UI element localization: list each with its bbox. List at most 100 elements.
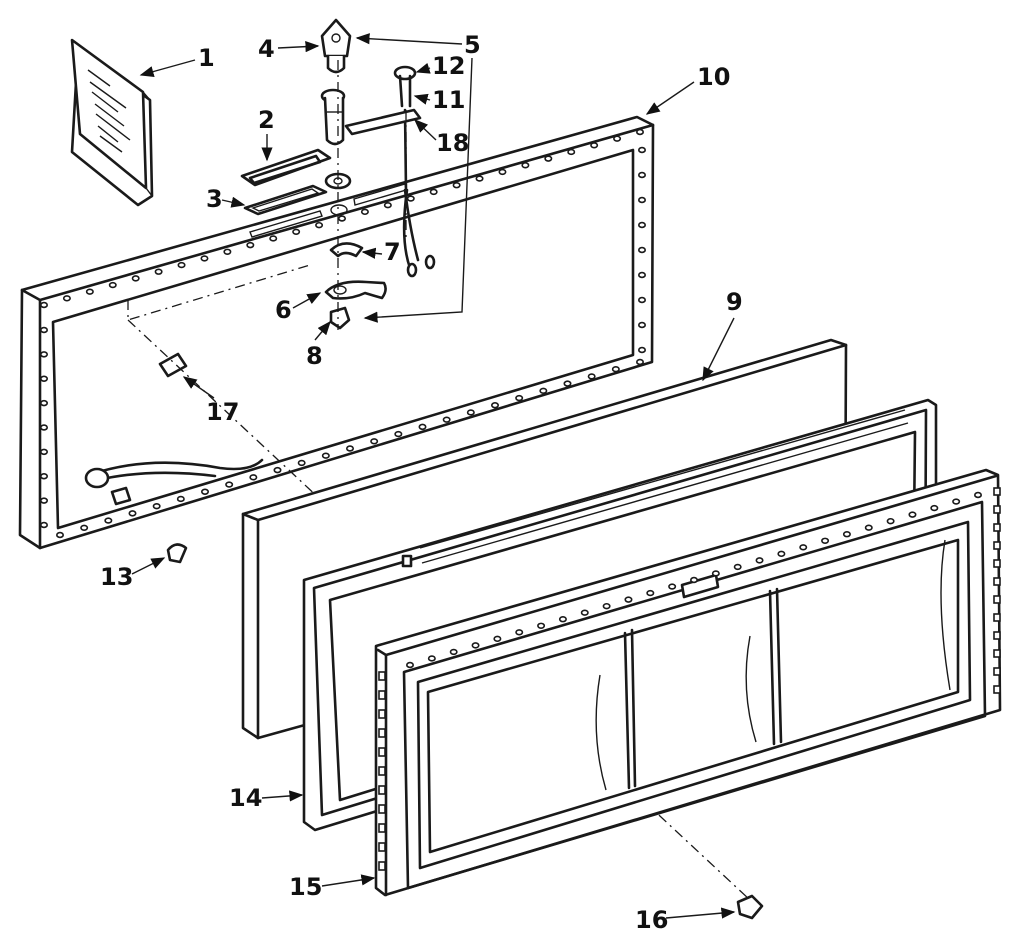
rivet-hole bbox=[590, 142, 599, 149]
part-lid-hardware bbox=[84, 18, 436, 564]
part-door-panel bbox=[374, 468, 1002, 897]
rivet-hole bbox=[39, 399, 48, 407]
rivet-hole bbox=[383, 201, 392, 209]
callout-10: 10 bbox=[697, 63, 730, 91]
panel-edge-tab bbox=[378, 804, 386, 814]
callout-7: 7 bbox=[384, 238, 401, 266]
callout-9: 9 bbox=[726, 288, 743, 316]
rivet-hole bbox=[85, 288, 94, 295]
panel-edge-tab bbox=[993, 631, 1001, 640]
panel-hole bbox=[930, 504, 939, 512]
panel-hole bbox=[908, 511, 917, 518]
panel-hole bbox=[886, 517, 895, 525]
rivet-hole bbox=[297, 459, 306, 467]
rivet-hole bbox=[475, 175, 484, 182]
panel-hole bbox=[973, 491, 982, 499]
panel-hole bbox=[646, 589, 655, 597]
rivet-hole bbox=[154, 268, 163, 275]
rivet-hole bbox=[223, 248, 232, 255]
panel-hole bbox=[580, 609, 589, 616]
rivet-hole bbox=[637, 246, 646, 254]
panel-edge-tab bbox=[378, 747, 386, 757]
callouts: 1 2 3 4 5 6 7 8 9 10 11 12 13 14 15 16 bbox=[100, 31, 743, 934]
panel-edge-tab bbox=[993, 487, 1001, 496]
rivet-hole bbox=[452, 182, 461, 189]
rivet-hole bbox=[637, 271, 646, 279]
rivet-hole bbox=[176, 495, 185, 503]
rivet-hole bbox=[563, 380, 572, 387]
rivet-hole bbox=[418, 423, 427, 431]
panel-edge-tab bbox=[993, 595, 1001, 604]
rivet-hole bbox=[515, 394, 524, 402]
panel-hole bbox=[777, 550, 786, 558]
panel-edge-tab bbox=[993, 559, 1001, 568]
rivet-hole bbox=[128, 510, 137, 517]
panel-edge-tab bbox=[378, 861, 386, 871]
panel-edge-tab bbox=[378, 823, 386, 833]
panel-hole bbox=[821, 537, 830, 544]
rivet-hole bbox=[567, 148, 576, 156]
rivet-hole bbox=[292, 228, 301, 236]
panel-hole bbox=[558, 616, 567, 623]
panel-edge-tab bbox=[993, 541, 1001, 550]
rivet-hole bbox=[321, 452, 330, 459]
panel-edge-tab bbox=[378, 766, 386, 776]
rivet-hole bbox=[360, 208, 369, 216]
part-screw-16 bbox=[736, 894, 764, 920]
rivet-hole bbox=[39, 521, 48, 529]
rivet-hole bbox=[39, 326, 48, 334]
rivet-hole bbox=[394, 430, 403, 438]
rivet-hole bbox=[587, 373, 596, 380]
rivet-hole bbox=[39, 473, 48, 480]
panel-hole bbox=[602, 602, 611, 610]
rivet-hole bbox=[637, 346, 646, 354]
rivet-hole bbox=[466, 409, 475, 416]
part-lid-liner bbox=[18, 115, 655, 550]
panel-hole bbox=[537, 622, 546, 629]
rivet-hole bbox=[39, 351, 48, 358]
rivet-hole bbox=[337, 215, 346, 222]
panel-hole bbox=[799, 544, 808, 551]
panel-edge-tab bbox=[993, 523, 1001, 532]
rivet-hole bbox=[637, 146, 646, 154]
panel-hole bbox=[405, 661, 414, 669]
callout-18: 18 bbox=[436, 129, 469, 157]
panel-hole bbox=[842, 531, 851, 538]
panel-edge-tab bbox=[378, 690, 386, 700]
rivet-hole bbox=[637, 296, 646, 304]
panel-hole bbox=[864, 524, 873, 531]
rivet-hole bbox=[635, 128, 644, 136]
panel-hole bbox=[493, 635, 502, 643]
panel-edge-tab bbox=[378, 671, 386, 681]
rivet-hole bbox=[269, 235, 278, 242]
panel-edge-tab bbox=[993, 649, 1001, 658]
rivet-hole bbox=[131, 275, 140, 282]
callout-2: 2 bbox=[258, 106, 275, 134]
callout-13: 13 bbox=[100, 563, 133, 591]
panel-hole bbox=[668, 583, 677, 590]
panel-edge-tab bbox=[993, 613, 1001, 622]
callout-14: 14 bbox=[229, 784, 262, 812]
panel-hole bbox=[471, 642, 480, 649]
panel-hole bbox=[952, 498, 961, 505]
rivet-hole bbox=[200, 255, 209, 262]
panel-edge-tab bbox=[993, 667, 1001, 676]
panel-hole bbox=[427, 655, 436, 662]
rivet-hole bbox=[62, 295, 71, 302]
rivet-hole bbox=[521, 162, 530, 169]
rivet-hole bbox=[498, 168, 507, 176]
rivet-hole bbox=[345, 445, 354, 452]
rivet-hole bbox=[429, 188, 438, 196]
rivet-hole bbox=[635, 358, 644, 366]
rivet-hole bbox=[249, 474, 258, 481]
rivet-hole bbox=[273, 466, 282, 474]
rivet-hole bbox=[104, 517, 113, 524]
panel-hole bbox=[515, 629, 524, 636]
rivet-hole bbox=[39, 448, 48, 456]
callout-3: 3 bbox=[206, 185, 223, 213]
panel-edge-tab bbox=[378, 842, 386, 852]
panel-edge-tab bbox=[993, 577, 1001, 586]
rivet-hole bbox=[442, 416, 451, 423]
part-booklet bbox=[70, 38, 154, 207]
